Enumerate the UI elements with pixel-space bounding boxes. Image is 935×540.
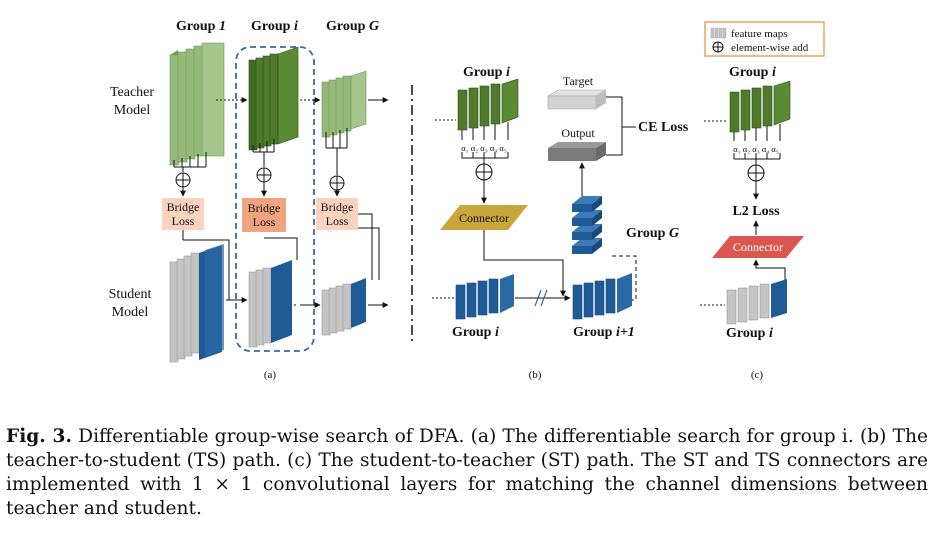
panel-c-connector	[712, 236, 804, 258]
output-label: Output	[561, 126, 595, 140]
bridge-loss-g-text-1: Bridge	[321, 200, 354, 214]
panel-c: feature maps element-wise add Group i α₁…	[700, 21, 825, 381]
panel-b-group-i-bottom-label: Group i	[452, 325, 499, 340]
panel-b-group-i-plus-1-label: Group i+1	[573, 325, 635, 340]
panel-b-student-group-i-plus-1	[572, 273, 632, 320]
figure-caption: Fig. 3. Differentiable group-wise search…	[6, 425, 928, 521]
panel-b-connector	[440, 205, 528, 230]
caption-text: Differentiable group-wise search of DFA.…	[6, 426, 928, 519]
panel-b-teacher-group-i	[457, 78, 519, 131]
bridge-loss-i	[242, 198, 286, 232]
target-block	[547, 95, 597, 110]
teacher-group-1-feature-maps	[169, 42, 225, 166]
legend-add-icon	[712, 41, 724, 53]
panel-b-group-g-label: Group G	[626, 226, 679, 241]
l2-loss-label: L2 Loss	[732, 204, 780, 219]
target-label: Target	[563, 74, 594, 88]
panel-b-alphas: α₁ α₂ α₃ α₄ α₅	[461, 143, 507, 153]
panel-b: Group i α₁ α₂ α₃ α₄ α₅ Connector Target …	[432, 65, 689, 381]
teacher-model-label-1: Teacher	[110, 85, 154, 100]
bridge-loss-1-text-2: Loss	[172, 214, 195, 228]
panel-c-group-i-bottom-label: Group i	[726, 326, 773, 341]
student-model-label-2: Model	[112, 305, 149, 320]
bridge-loss-i-text-1: Bridge	[248, 201, 281, 215]
panel-c-alphas: α₁ α₂ α₃ α₄ α₅	[733, 144, 779, 154]
ce-loss-label: CE Loss	[638, 120, 689, 135]
student-model-label-1: Student	[109, 287, 152, 302]
bridge-loss-g-text-2: Loss	[326, 214, 349, 228]
panel-c-tag: (c)	[751, 369, 764, 381]
panel-a-tag: (a)	[264, 369, 277, 381]
panel-b-connector-label: Connector	[459, 211, 509, 225]
legend-feature-maps-icon	[710, 27, 727, 39]
legend-feature-maps-label: feature maps	[731, 28, 788, 40]
output-block	[548, 148, 596, 161]
teacher-model-label-2: Model	[114, 103, 151, 118]
panel-b-student-group-g	[572, 196, 602, 254]
bridge-loss-1	[162, 198, 204, 230]
panel-c-teacher-group-i	[729, 80, 791, 133]
teacher-group-i-feature-maps	[248, 46, 299, 151]
panel-b-student-group-i	[455, 274, 514, 320]
panel-b-tag: (b)	[529, 369, 542, 381]
legend-box	[704, 21, 825, 57]
panel-a: Group 1 Group i Group G Teacher Model St…	[109, 19, 389, 381]
panel-c-group-i-top-label: Group i	[729, 65, 776, 80]
bridge-loss-i-text-2: Loss	[253, 215, 276, 229]
teacher-group-g-feature-maps	[321, 70, 367, 138]
legend-add-label: element-wise add	[731, 42, 809, 54]
student-group-1-feature-maps	[169, 244, 224, 363]
caption-fig-label: Fig. 3.	[6, 426, 72, 447]
student-group-i-feature-maps	[248, 260, 292, 348]
group-1-label: Group 1	[176, 19, 226, 34]
group-i-label: Group i	[251, 19, 298, 34]
panel-c-student-group-i	[726, 279, 787, 325]
panel-c-connector-label: Connector	[733, 240, 783, 254]
bridge-loss-1-text-1: Bridge	[167, 200, 200, 214]
panel-b-group-i-top-label: Group i	[463, 65, 510, 80]
group-i-highlight	[235, 46, 315, 352]
bridge-loss-g	[316, 198, 358, 230]
group-g-label: Group G	[326, 19, 379, 34]
student-group-g-feature-maps	[321, 278, 366, 336]
